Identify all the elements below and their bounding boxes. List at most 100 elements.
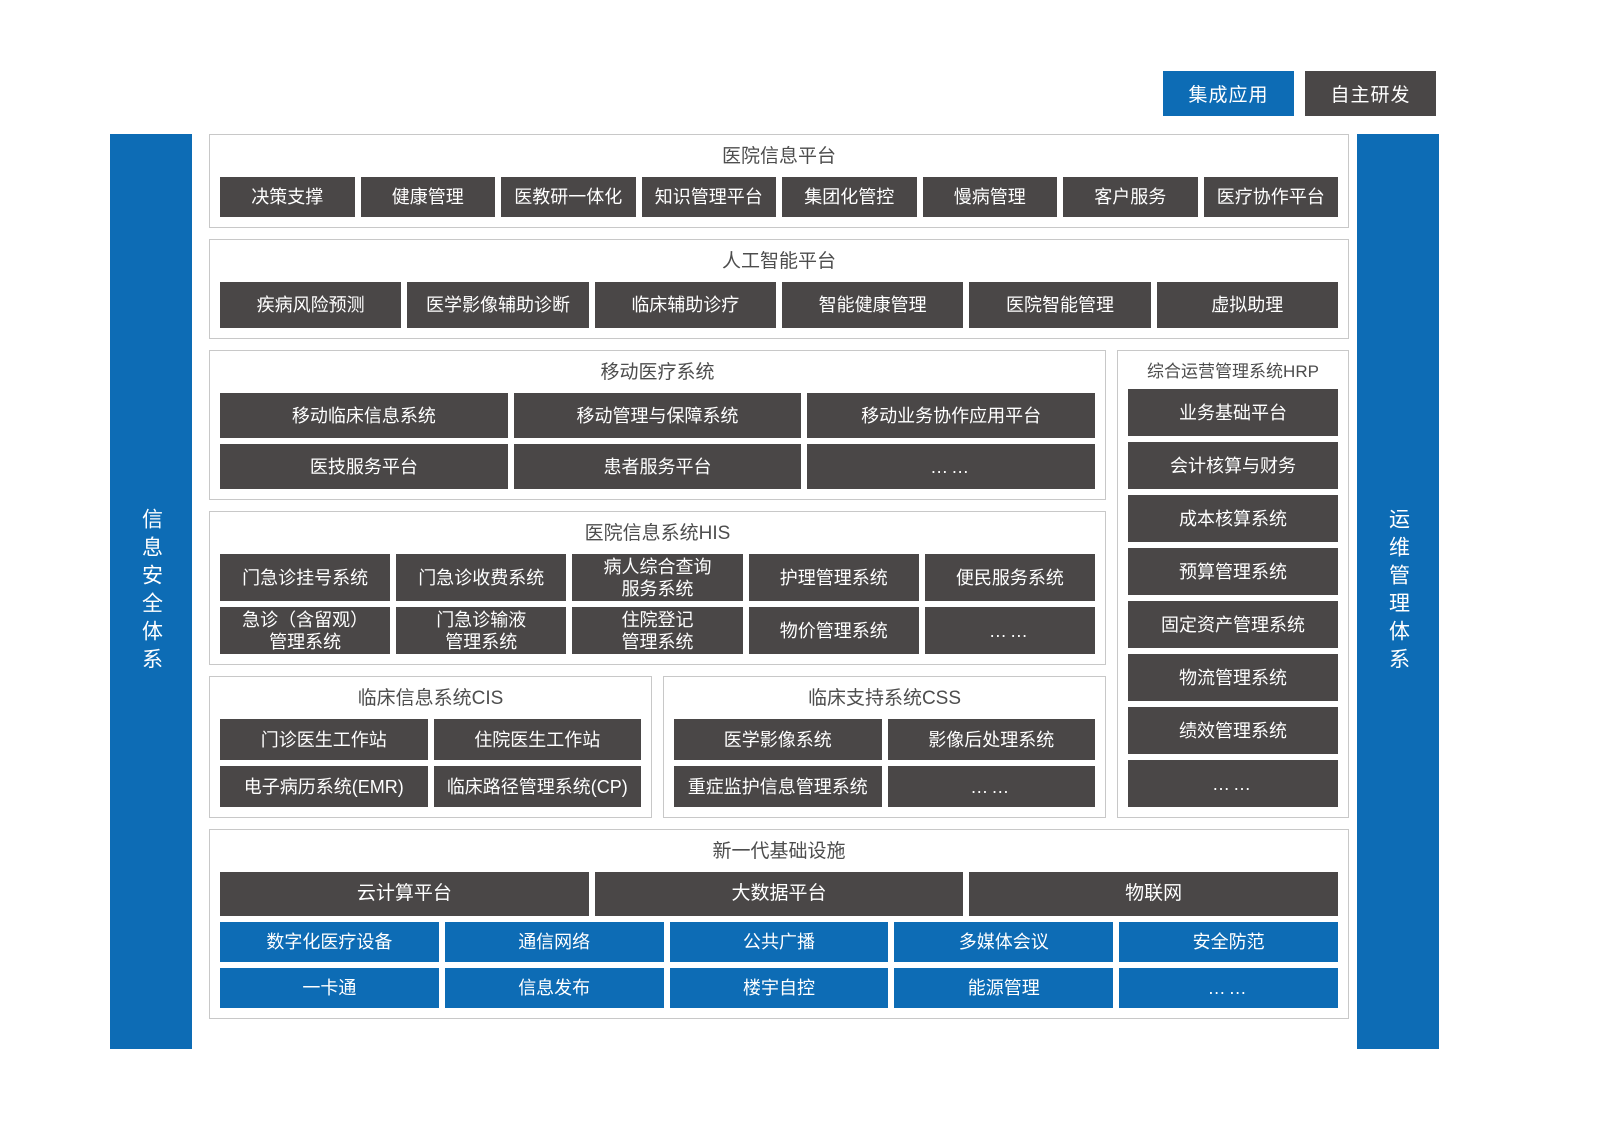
chip[interactable]: 公共广播 xyxy=(669,922,889,962)
panel-title: 临床信息系统CIS xyxy=(357,688,504,709)
mid-left-column: 移动医疗系统 移动临床信息系统 移动管理与保障系统 移动业务协作应用平台 医技服… xyxy=(209,350,1106,818)
rail-operations-management: 运维管理体系 xyxy=(1357,134,1439,1049)
panel-title: 临床支持系统CSS xyxy=(807,688,962,709)
chip-row: 医学影像系统 影像后处理系统 xyxy=(674,719,1095,760)
panel-title: 新一代基础设施 xyxy=(712,841,846,862)
chip[interactable]: 慢病管理 xyxy=(922,177,1057,217)
chip[interactable]: 云计算平台 xyxy=(220,872,589,916)
chip[interactable]: 多媒体会议 xyxy=(894,922,1114,962)
legend: 集成应用 自主研发 xyxy=(1163,71,1436,116)
mid-composite: 移动医疗系统 移动临床信息系统 移动管理与保障系统 移动业务协作应用平台 医技服… xyxy=(209,350,1349,818)
chip-more[interactable]: …… xyxy=(887,766,1095,807)
main-stack: 医院信息平台 决策支撑 健康管理 医教研一体化 知识管理平台 集团化管控 慢病管… xyxy=(209,134,1349,1049)
legend-label: 集成应用 xyxy=(1188,85,1269,106)
chip-row: 一卡通 信息发布 楼宇自控 能源管理 …… xyxy=(220,968,1338,1008)
chip-more[interactable]: …… xyxy=(1119,968,1338,1008)
chip[interactable]: 楼宇自控 xyxy=(669,968,889,1008)
chip[interactable]: 医疗协作平台 xyxy=(1203,177,1338,217)
chip-row: 数字化医疗设备 通信网络 公共广播 多媒体会议 安全防范 xyxy=(220,922,1338,962)
chip-more[interactable]: …… xyxy=(1128,760,1338,807)
chip-more[interactable]: …… xyxy=(924,607,1096,654)
chip-row: 医技服务平台 患者服务平台 …… xyxy=(220,444,1096,489)
legend-item-integrated-app: 集成应用 xyxy=(1163,71,1294,116)
panel-hrp: 综合运营管理系统HRP 业务基础平台 会计核算与财务 成本核算系统 预算管理系统… xyxy=(1117,350,1349,818)
chip[interactable]: 移动临床信息系统 xyxy=(220,393,508,438)
panel-cis: 临床信息系统CIS 门诊医生工作站 住院医生工作站 电子病历系统(EMR) 临床… xyxy=(209,676,652,818)
chip[interactable]: 业务基础平台 xyxy=(1128,389,1338,436)
chip[interactable]: 通信网络 xyxy=(444,922,664,962)
chip[interactable]: 病人综合查询 服务系统 xyxy=(572,554,743,601)
chip[interactable]: 物流管理系统 xyxy=(1128,654,1338,701)
panel-mobile-medical: 移动医疗系统 移动临床信息系统 移动管理与保障系统 移动业务协作应用平台 医技服… xyxy=(209,350,1106,500)
chip[interactable]: 能源管理 xyxy=(894,968,1114,1008)
chip[interactable]: 大数据平台 xyxy=(594,872,964,916)
rail-label-right: 运维管理体系 xyxy=(1386,507,1410,676)
chip-row: 决策支撑 健康管理 医教研一体化 知识管理平台 集团化管控 慢病管理 客户服务 … xyxy=(220,177,1338,217)
chip[interactable]: 患者服务平台 xyxy=(513,444,802,489)
chip-row: 云计算平台 大数据平台 物联网 xyxy=(220,872,1339,916)
chip[interactable]: 临床路径管理系统(CP) xyxy=(433,766,641,807)
chip[interactable]: 决策支撑 xyxy=(220,177,355,217)
cis-css-row: 临床信息系统CIS 门诊医生工作站 住院医生工作站 电子病历系统(EMR) 临床… xyxy=(209,676,1106,818)
chip-row: 门急诊挂号系统 门急诊收费系统 病人综合查询 服务系统 护理管理系统 便民服务系… xyxy=(220,554,1096,601)
panel-title: 综合运营管理系统HRP xyxy=(1147,362,1319,381)
chip[interactable]: 门急诊输液 管理系统 xyxy=(396,607,567,654)
chip-row: 重症监护信息管理系统 …… xyxy=(674,766,1095,807)
chip[interactable]: 安全防范 xyxy=(1119,922,1338,962)
chip[interactable]: 移动业务协作应用平台 xyxy=(807,393,1096,438)
chip[interactable]: 疾病风险预测 xyxy=(220,282,402,328)
chip[interactable]: 便民服务系统 xyxy=(924,554,1096,601)
chip[interactable]: 医教研一体化 xyxy=(501,177,636,217)
rail-information-security: 信息安全体系 xyxy=(110,134,192,1049)
chip-more[interactable]: …… xyxy=(807,444,1096,489)
chip[interactable]: 知识管理平台 xyxy=(641,177,776,217)
chip[interactable]: 医学影像系统 xyxy=(674,719,882,760)
chip[interactable]: 门诊医生工作站 xyxy=(220,719,428,760)
chip-row: 门诊医生工作站 住院医生工作站 xyxy=(220,719,641,760)
chip[interactable]: 医技服务平台 xyxy=(220,444,508,489)
chip[interactable]: 固定资产管理系统 xyxy=(1128,601,1338,648)
chip[interactable]: 临床辅助诊疗 xyxy=(594,282,776,328)
panel-title: 移动医疗系统 xyxy=(600,362,715,383)
chip[interactable]: 医院智能管理 xyxy=(969,282,1151,328)
chip[interactable]: 成本核算系统 xyxy=(1128,495,1338,542)
chip[interactable]: 信息发布 xyxy=(444,968,664,1008)
rail-label-left: 信息安全体系 xyxy=(139,507,163,676)
hrp-list: 业务基础平台 会计核算与财务 成本核算系统 预算管理系统 固定资产管理系统 物流… xyxy=(1128,389,1338,807)
chip-row: 电子病历系统(EMR) 临床路径管理系统(CP) xyxy=(220,766,641,807)
chip[interactable]: 物联网 xyxy=(969,872,1339,916)
chip[interactable]: 门急诊收费系统 xyxy=(396,554,567,601)
chip[interactable]: 重症监护信息管理系统 xyxy=(674,766,882,807)
panel-infrastructure: 新一代基础设施 云计算平台 大数据平台 物联网 数字化医疗设备 通信网络 公共广… xyxy=(209,829,1349,1019)
panel-title: 医院信息系统HIS xyxy=(584,523,731,544)
chip[interactable]: 集团化管控 xyxy=(782,177,917,217)
chip[interactable]: 护理管理系统 xyxy=(748,554,919,601)
chip[interactable]: 会计核算与财务 xyxy=(1128,442,1338,489)
chip[interactable]: 医学影像辅助诊断 xyxy=(407,282,589,328)
panel-his: 医院信息系统HIS 门急诊挂号系统 门急诊收费系统 病人综合查询 服务系统 护理… xyxy=(209,511,1106,665)
panel-ai-platform: 人工智能平台 疾病风险预测 医学影像辅助诊断 临床辅助诊疗 智能健康管理 医院智… xyxy=(209,239,1349,339)
chip[interactable]: 一卡通 xyxy=(220,968,439,1008)
chip[interactable]: 电子病历系统(EMR) xyxy=(220,766,428,807)
chip[interactable]: 物价管理系统 xyxy=(748,607,919,654)
chip[interactable]: 数字化医疗设备 xyxy=(220,922,439,962)
chip[interactable]: 移动管理与保障系统 xyxy=(513,393,802,438)
chip-row: 急诊（含留观） 管理系统 门急诊输液 管理系统 住院登记 管理系统 物价管理系统… xyxy=(220,607,1096,654)
chip[interactable]: 门急诊挂号系统 xyxy=(220,554,391,601)
chip[interactable]: 健康管理 xyxy=(360,177,495,217)
chip-row: 移动临床信息系统 移动管理与保障系统 移动业务协作应用平台 xyxy=(220,393,1096,438)
chip[interactable]: 绩效管理系统 xyxy=(1128,707,1338,754)
chip[interactable]: 预算管理系统 xyxy=(1128,548,1338,595)
chip[interactable]: 住院登记 管理系统 xyxy=(572,607,743,654)
panel-hospital-info-platform: 医院信息平台 决策支撑 健康管理 医教研一体化 知识管理平台 集团化管控 慢病管… xyxy=(209,134,1349,228)
chip[interactable]: 智能健康管理 xyxy=(781,282,964,328)
chip[interactable]: 急诊（含留观） 管理系统 xyxy=(220,607,391,654)
chip-row: 疾病风险预测 医学影像辅助诊断 临床辅助诊疗 智能健康管理 医院智能管理 虚拟助… xyxy=(220,282,1338,328)
chip[interactable]: 虚拟助理 xyxy=(1156,282,1338,328)
chip[interactable]: 客户服务 xyxy=(1063,177,1198,217)
chip[interactable]: 住院医生工作站 xyxy=(433,719,641,760)
panel-css: 临床支持系统CSS 医学影像系统 影像后处理系统 重症监护信息管理系统 …… xyxy=(663,676,1106,818)
chip[interactable]: 影像后处理系统 xyxy=(887,719,1095,760)
legend-item-self-developed: 自主研发 xyxy=(1305,71,1436,116)
